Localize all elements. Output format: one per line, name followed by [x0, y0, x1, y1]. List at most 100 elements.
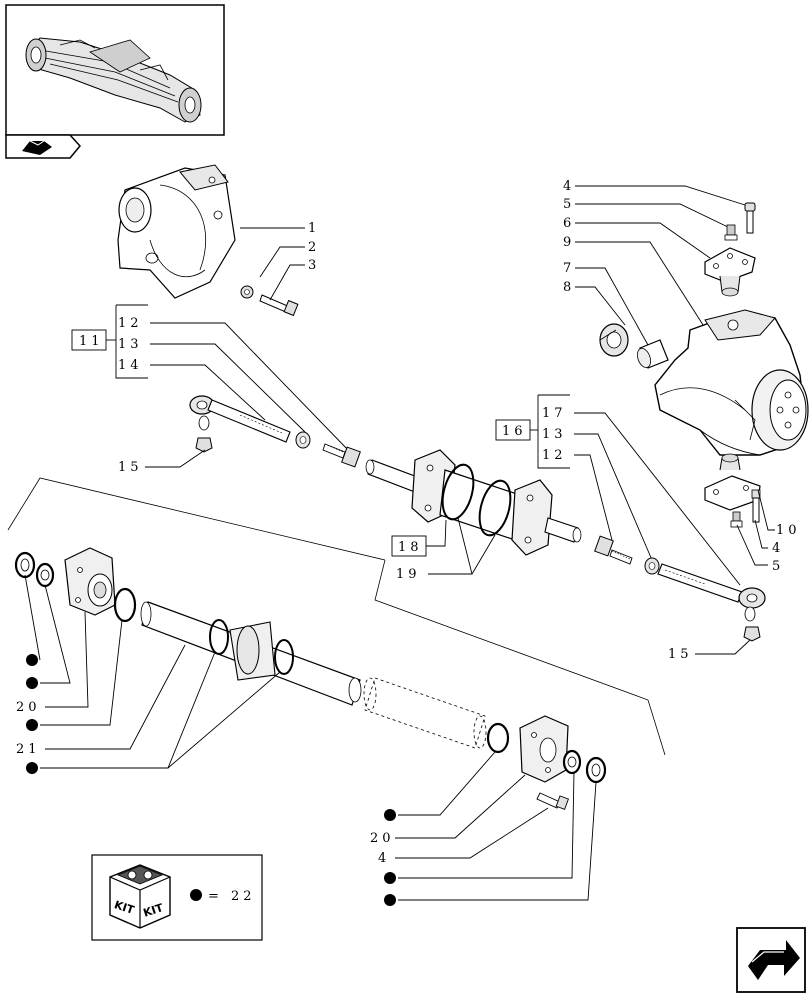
piston-rod-part-21 [140, 601, 362, 706]
callout-17: 17 [542, 406, 567, 421]
kit-bullet-3 [26, 719, 38, 731]
callout-20-left: 20 [16, 700, 41, 715]
kit-bullet-7 [384, 894, 396, 906]
leader-12-left [150, 322, 351, 453]
callout-6: 6 [563, 216, 575, 231]
leader-17 [574, 412, 741, 586]
inner-joint-part-12-right [594, 535, 633, 565]
group-box-11: 11 [71, 304, 148, 379]
callout-12-left: 12 [118, 316, 143, 331]
nut-part-15-right [743, 626, 761, 642]
callout-19: 19 [396, 567, 421, 582]
leader-seal-left-1 [24, 574, 41, 661]
kit-bullet-2 [26, 677, 38, 689]
leader-2 [259, 246, 305, 278]
kit-bullet-4 [26, 762, 38, 774]
callout-15-left: 15 [118, 460, 143, 475]
arrow-tab-icon [22, 140, 52, 155]
callout-15-right: 15 [668, 647, 693, 662]
leader-20-right [395, 774, 526, 839]
callout-12-right: 12 [542, 448, 567, 463]
steering-cylinder-assembly [365, 449, 582, 556]
leader-19b [471, 534, 496, 575]
grease-fitting-part-5-top [724, 224, 738, 241]
lower-pin-plate-part-10 [704, 453, 761, 511]
callout-7: 7 [563, 261, 575, 276]
leader-15-left [145, 449, 206, 468]
leader-9 [575, 241, 706, 329]
bolt-part-4-lower-right [751, 489, 761, 523]
callout-20-right: 20 [370, 831, 395, 846]
leader-seal-left-2 [40, 584, 71, 684]
next-page-button[interactable] [736, 927, 806, 993]
kit-word-left: KIT [113, 898, 137, 917]
callout-13-left: 13 [118, 337, 143, 352]
leader-seal-right-1 [398, 771, 575, 879]
ring-part-13-right [644, 557, 660, 575]
kit-bullet-5 [384, 809, 396, 821]
callout-8: 8 [563, 280, 575, 295]
thumbnail-panel[interactable] [5, 4, 225, 159]
callout-3: 3 [308, 258, 320, 273]
leader-seal-right-2 [398, 781, 597, 901]
bracket-part-1 [117, 164, 236, 299]
leader-4-top [575, 185, 746, 206]
leader-20-left [45, 611, 89, 708]
leader-12-right [574, 454, 613, 541]
callout-11: 11 [79, 334, 104, 349]
seal-part-left-2 [35, 562, 55, 588]
cylinder-tube-dashed [363, 677, 487, 749]
leader-4-bottom [395, 807, 549, 859]
callout-5-top: 5 [563, 197, 575, 212]
axle-thumbnail-image [25, 37, 202, 123]
nut-part-15-left [195, 437, 213, 453]
callout-2: 2 [308, 240, 320, 255]
leader-13-left [150, 343, 306, 433]
callout-9: 9 [563, 235, 575, 250]
explode-outline-right [374, 559, 666, 756]
oring-part-right [486, 722, 510, 754]
next-arrow-icon [748, 940, 800, 980]
bolt-part-4-lower [536, 792, 569, 810]
ring-part-13-left [295, 431, 311, 449]
leader-oring-left [40, 619, 123, 726]
kit-legend: KIT KIT = 22 [91, 854, 263, 941]
leader-21 [45, 644, 186, 750]
leader-8 [575, 286, 626, 326]
callout-4-bottom: 4 [378, 851, 390, 866]
callout-14: 14 [118, 358, 143, 373]
group-box-16: 16 [495, 394, 570, 469]
leader-6 [575, 222, 711, 259]
leader-5-right [736, 524, 768, 566]
seal-part-left-1 [14, 551, 36, 579]
kit-bullet-6 [384, 872, 396, 884]
leader-7 [575, 267, 649, 346]
kit-equals-text: = 22 [208, 889, 256, 904]
explode-outline-left [7, 477, 386, 561]
bushing-part-7 [637, 339, 669, 369]
seal-part-right-1 [562, 749, 582, 775]
bolt-part-3 [259, 294, 299, 317]
callout-5-right: 5 [772, 559, 784, 574]
bearing-part-8 [599, 323, 629, 357]
leader-oring-right [398, 751, 496, 816]
seal-part-right-2 [585, 756, 607, 784]
callout-18: 18 [398, 540, 423, 555]
callout-13-right: 13 [542, 427, 567, 442]
bolt-part-4-top [744, 202, 756, 234]
nut-part-2 [240, 285, 254, 299]
kit-legend-bullet [190, 889, 202, 901]
group-box-18: 18 [391, 519, 447, 557]
leader-10 [757, 489, 775, 531]
leader-3 [269, 264, 305, 301]
kit-box-icon: KIT KIT [109, 864, 171, 929]
leader-14 [150, 364, 266, 421]
head-part-20-right [519, 715, 569, 783]
steering-knuckle-part-9 [654, 309, 809, 456]
callout-16: 16 [502, 424, 527, 439]
callout-10: 10 [776, 523, 801, 538]
inner-joint-part-12-left [322, 443, 361, 468]
callout-4-top: 4 [563, 179, 575, 194]
leader-oring-piston-2 [167, 671, 281, 769]
